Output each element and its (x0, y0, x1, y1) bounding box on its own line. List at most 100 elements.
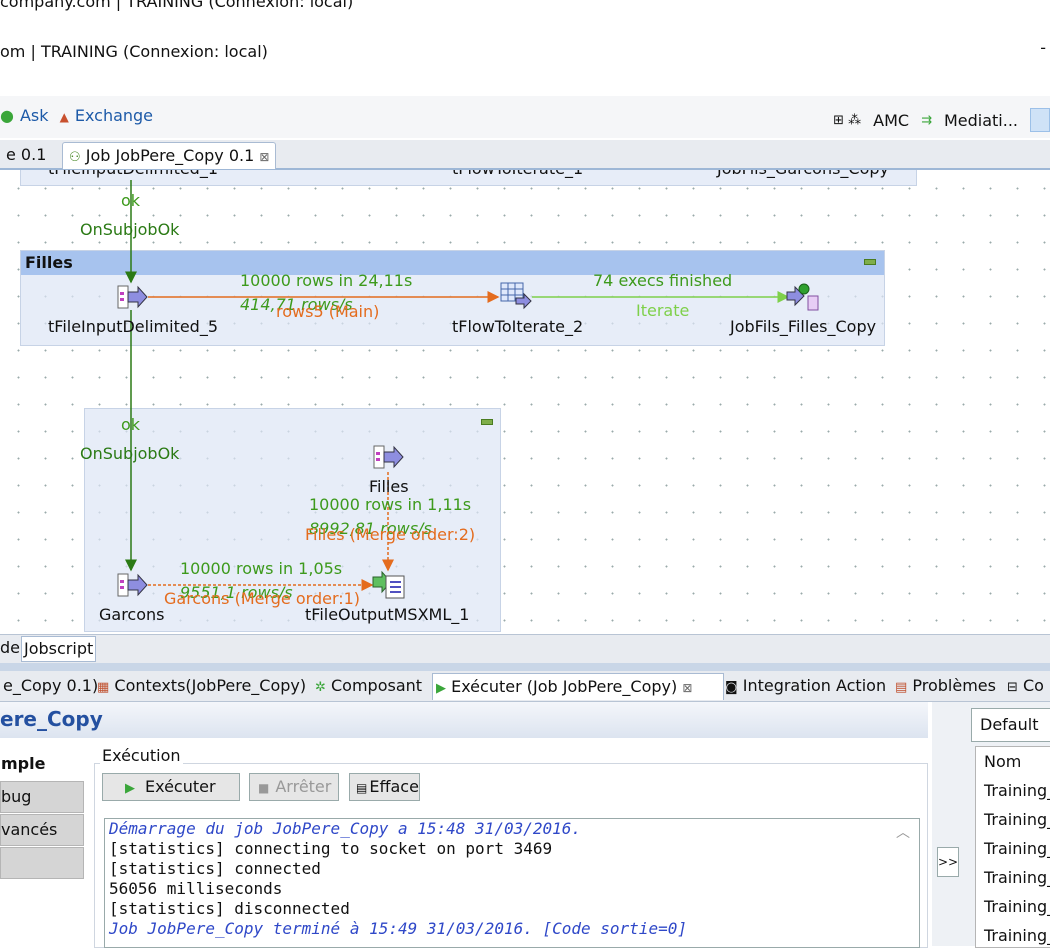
execution-group-label: Exécution (100, 746, 183, 765)
tab-label: Co (1023, 676, 1044, 695)
list-item[interactable]: Training_ (984, 926, 1050, 945)
file-output-xml-icon[interactable] (372, 570, 406, 600)
subjob-merge[interactable] (84, 408, 501, 632)
exchange-link[interactable]: Exchange (74, 106, 154, 125)
ask-icon: ● (0, 106, 14, 125)
console-line: [statistics] connecting to socket on por… (109, 839, 553, 858)
menu-debug-run[interactable]: bug (0, 781, 84, 813)
problems-icon: ▤ (895, 680, 908, 695)
run-button[interactable]: ▶ Exécuter (102, 773, 240, 801)
iterate-link-label[interactable]: Iterate (636, 301, 690, 320)
tab-label: Integration Action (742, 676, 887, 695)
link-trigger-label[interactable]: OnSubjobOk (80, 220, 180, 239)
tab-code-viewer[interactable]: ⊟ Co (1004, 673, 1047, 699)
run-icon: ▶ (436, 681, 446, 696)
garcons-link-stats-rate: 9551,1 rows/s (180, 583, 293, 602)
list-item[interactable]: Training_ (984, 868, 1050, 887)
tab-label: Composant (331, 676, 423, 695)
subjob-filles[interactable]: Filles (20, 250, 885, 346)
component-label: tFlowToIterate_1 (452, 170, 583, 178)
component-label: JobFils_Garcons_Copy (717, 170, 889, 178)
tab-integration-action[interactable]: ◙ Integration Action (722, 673, 889, 699)
integration-perspective-icon[interactable] (1030, 108, 1050, 132)
collapse-subjob-button[interactable] (864, 259, 876, 265)
console-line: 56056 milliseconds (109, 879, 283, 898)
execution-console[interactable]: Démarrage du job JobPere_Copy a 15:48 31… (104, 818, 920, 948)
filles-link-stats-rows: 10000 rows in 1,11s (309, 495, 472, 514)
perspective-bar: ⊞ ⁂ AMC ⇉ Mediati... (833, 108, 1050, 132)
link-ok-label: ok (121, 415, 141, 434)
clear-button[interactable]: ▤Efface (349, 773, 420, 801)
move-context-button[interactable]: >> (937, 847, 959, 877)
console-line: Démarrage du job JobPere_Copy a 15:48 31… (109, 819, 582, 838)
window-subtitle: om | TRAINING (Connexion: local) (0, 42, 268, 61)
context-list[interactable]: Nom Training_ Training_ Training_ Traini… (975, 746, 1050, 948)
iterate-link-stats: 74 execs finished (593, 271, 733, 290)
close-icon[interactable]: ⊠ (259, 150, 270, 164)
filles-link-label[interactable]: Filles (Merge order:2) (305, 525, 476, 544)
menu-advanced-settings[interactable]: vancés (0, 814, 84, 846)
garcons-link-label[interactable]: Garcons (Merge order:1) (164, 589, 361, 608)
play-icon: ▶ (125, 781, 135, 796)
component-label: tFileInputDelimited_5 (48, 317, 219, 336)
tab-job[interactable]: e_Copy 0.1) (3, 676, 99, 695)
main-link-label[interactable]: rows5 (Main) (276, 302, 380, 321)
toolbar-links: ● Ask ▲ Exchange (0, 106, 159, 125)
window-title: company.com | TRAINING (Connexion: local… (0, 0, 354, 11)
list-item[interactable]: Training_ (984, 897, 1050, 916)
collapse-subjob-button[interactable] (481, 419, 493, 425)
stop-icon: ■ (258, 781, 270, 795)
main-toolbar (0, 96, 1050, 138)
subjob-title: Filles (21, 251, 884, 275)
button-label: Exécuter (145, 777, 216, 796)
mediation-icon: ⇉ (921, 112, 932, 128)
editor-tab-jobpere[interactable]: ⚇ Job JobPere_Copy 0.1 ⊠ (62, 142, 277, 169)
console-line: [statistics] disconnected (109, 899, 350, 918)
flow-to-iterate-icon[interactable] (500, 282, 532, 312)
link-trigger-label[interactable]: OnSubjobOk (80, 444, 180, 463)
component-label: JobFils_Filles_Copy (730, 317, 877, 336)
job-designer-canvas[interactable]: tFileInputDelimited_1 tFlowToIterate_1 J… (0, 170, 1050, 632)
list-item[interactable]: Training_ (984, 839, 1050, 858)
list-item[interactable]: Training_ (984, 781, 1050, 800)
exchange-icon: ▲ (59, 110, 69, 124)
link-ok-label: ok (121, 191, 141, 210)
scroll-up-icon[interactable]: ︿ (896, 825, 910, 841)
tab-jobscript[interactable]: Jobscript (21, 636, 97, 662)
mediation-perspective[interactable]: Mediati... (943, 110, 1018, 130)
menu-target[interactable] (0, 847, 84, 879)
run-panel-header (0, 702, 928, 738)
editor-tab-label: Job JobPere_Copy 0.1 (85, 146, 255, 165)
run-mode-menu: mple bug vancés (0, 748, 84, 880)
connection-lines (125, 180, 790, 591)
component-label: tFileInputDelimited_1 (48, 170, 218, 178)
context-combo[interactable]: Default (971, 708, 1050, 742)
button-label: Arrêter (275, 777, 332, 796)
tab-contexts[interactable]: ▦ Contexts(JobPere_Copy) (94, 673, 309, 699)
view-separator (0, 663, 1050, 671)
run-job-icon[interactable] (786, 282, 820, 312)
tab-label: Problèmes (912, 676, 996, 695)
editor-tab-prev[interactable]: e 0.1 (6, 145, 47, 164)
component-icon: ✲ (315, 680, 326, 695)
main-link-stats-rate: 414,71 rows/s (240, 295, 353, 314)
contexts-icon: ▦ (97, 680, 110, 695)
file-input-icon[interactable] (116, 284, 148, 310)
file-input-icon[interactable] (116, 572, 148, 598)
amc-perspective[interactable]: AMC (873, 110, 910, 130)
close-icon[interactable]: ⊠ (682, 681, 693, 695)
subjob-garcons-partial[interactable] (20, 170, 917, 186)
component-label: tFileOutputMSXML_1 (305, 605, 470, 624)
ask-link[interactable]: Ask (19, 106, 49, 125)
console-line: Job JobPere_Copy terminé à 15:49 31/03/2… (109, 919, 687, 938)
tab-composant[interactable]: ✲ Composant (312, 673, 425, 699)
minimize-button[interactable]: - (1040, 38, 1046, 57)
file-input-icon[interactable] (372, 444, 404, 470)
list-item[interactable]: Training_ (984, 810, 1050, 829)
garcons-link-stats-rows: 10000 rows in 1,05s (180, 559, 343, 578)
tab-executer[interactable]: ▶ Exécuter (Job JobPere_Copy) ⊠ (432, 673, 724, 700)
tab-code[interactable]: de (0, 638, 20, 657)
stop-button[interactable]: ■ Arrêter (249, 773, 339, 801)
tab-problemes[interactable]: ▤ Problèmes (892, 673, 999, 699)
menu-basic-run[interactable]: mple (0, 748, 84, 780)
